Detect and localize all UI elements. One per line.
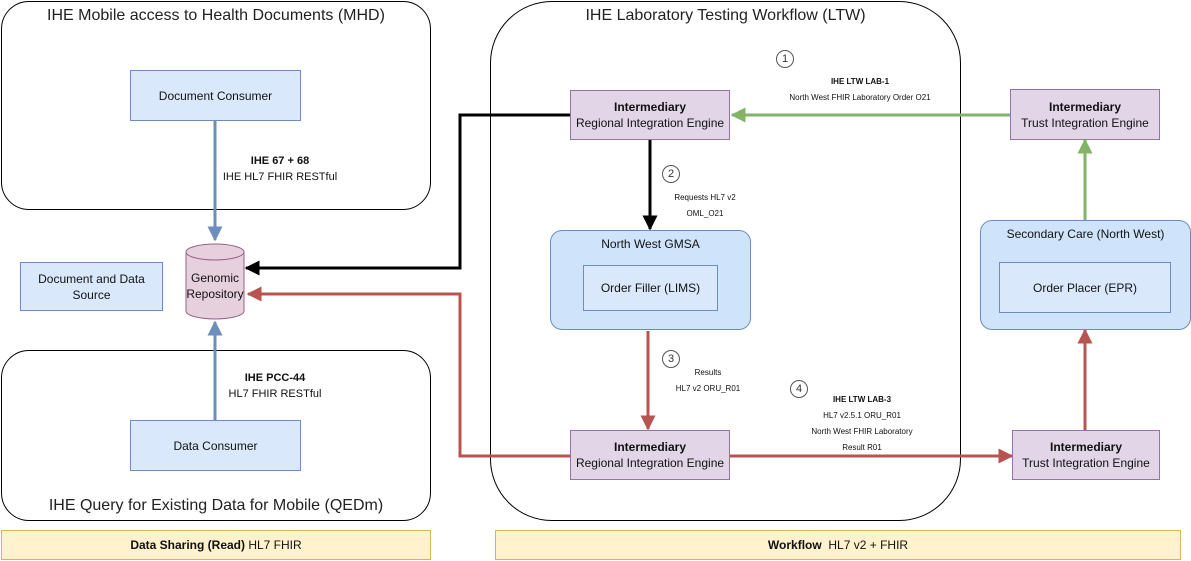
regional-engine-label: Regional Integration Engine [575, 116, 725, 130]
mhd-edge-label: IHE 67 + 68 IHE HL7 FHIR RESTful [205, 153, 355, 185]
intermediary-label: Intermediary [613, 100, 687, 114]
step-4-badge: 4 [790, 380, 808, 398]
genomic-repository-cylinder [185, 243, 245, 320]
edge-regional-to-repository [244, 113, 570, 276]
requests-line-2: OML_O21 [686, 209, 724, 218]
requests-line-1: Requests HL7 v2 [674, 193, 736, 202]
lab3-line-1: HL7 v2.5.1 ORU_R01 [823, 411, 901, 420]
ltw-group: IHE Laboratory Testing Workflow (LTW) [490, 1, 961, 521]
lab3-line-3: Result R01 [842, 443, 882, 452]
genomic-repository-label: Genomic Repository [186, 271, 244, 301]
document-and-data-source-label: Document and Data Source [38, 271, 145, 302]
regional-engine-label: Regional Integration Engine [575, 456, 725, 470]
genomic-repository: Genomic Repository [186, 270, 244, 302]
edge-regional-to-repository-red [246, 286, 570, 458]
order-placer: Order Placer (EPR) [999, 262, 1171, 313]
results-line-2: HL7 v2 ORU_R01 [675, 384, 741, 393]
step-1-badge: 1 [776, 50, 794, 68]
qedm-edge-label: IHE PCC-44 HL7 FHIR RESTful [200, 370, 350, 402]
document-consumer: Document Consumer [130, 70, 301, 121]
trust-engine-label: Trust Integration Engine [1021, 115, 1149, 130]
order-filler: Order Filler (LIMS) [583, 265, 718, 311]
results-label: Results HL7 v2 ORU_R01 [663, 365, 753, 397]
data-sharing-footer-rest: HL7 FHIR [245, 538, 302, 552]
trust-integration-engine-top: Intermediary Trust Integration Engine [1010, 89, 1160, 140]
regional-integration-engine-bottom: Intermediary Regional Integration Engine [570, 430, 730, 480]
requests-label: Requests HL7 v2 OML_O21 [660, 190, 750, 222]
lab3-line-2: North West FHIR Laboratory [811, 427, 913, 436]
lab3-label: IHE LTW LAB-3 HL7 v2.5.1 ORU_R01 North W… [797, 392, 927, 456]
hl7-fhir-restful-label: HL7 FHIR RESTful [228, 388, 322, 400]
lab3-title: IHE LTW LAB-3 [832, 395, 892, 404]
ltw-group-title: IHE Laboratory Testing Workflow (LTW) [585, 7, 866, 24]
intermediary-label: Intermediary [613, 440, 687, 454]
mhd-group-title: IHE Mobile access to Health Documents (M… [47, 7, 385, 24]
step-2-badge: 2 [662, 165, 680, 183]
intermediary-label: Intermediary [1048, 99, 1122, 114]
secondary-care-title: Secondary Care (North West) [1006, 227, 1165, 241]
workflow-footer: Workflow HL7 v2 + FHIR [495, 530, 1181, 560]
trust-integration-engine-bottom: Intermediary Trust Integration Engine [1012, 430, 1160, 480]
trust-engine-label: Trust Integration Engine [1022, 456, 1150, 470]
intermediary-label: Intermediary [1049, 440, 1123, 454]
ihe-pcc-44-label: IHE PCC-44 [244, 372, 306, 384]
lab1-label: IHE LTW LAB-1 North West FHIR Laboratory… [770, 74, 950, 106]
workflow-footer-rest: HL7 v2 + FHIR [821, 538, 909, 552]
qedm-group-title: IHE Query for Existing Data for Mobile (… [48, 497, 384, 514]
document-and-data-source: Document and Data Source [20, 262, 163, 311]
data-sharing-footer: Data Sharing (Read) HL7 FHIR [1, 530, 431, 560]
data-sharing-footer-bold: Data Sharing (Read) [130, 538, 245, 552]
lab1-subtitle: North West FHIR Laboratory Order O21 [789, 93, 931, 102]
ihe-hl7-fhir-restful-label: IHE HL7 FHIR RESTful [222, 171, 338, 183]
lab1-title: IHE LTW LAB-1 [830, 77, 890, 86]
regional-integration-engine-top: Intermediary Regional Integration Engine [570, 90, 730, 140]
gmsa-title: North West GMSA [601, 237, 700, 251]
results-line-1: Results [694, 368, 722, 377]
step-3-badge: 3 [662, 350, 680, 368]
ihe-67-68-label: IHE 67 + 68 [250, 155, 310, 167]
workflow-footer-bold: Workflow [767, 538, 822, 552]
data-consumer: Data Consumer [130, 420, 301, 471]
